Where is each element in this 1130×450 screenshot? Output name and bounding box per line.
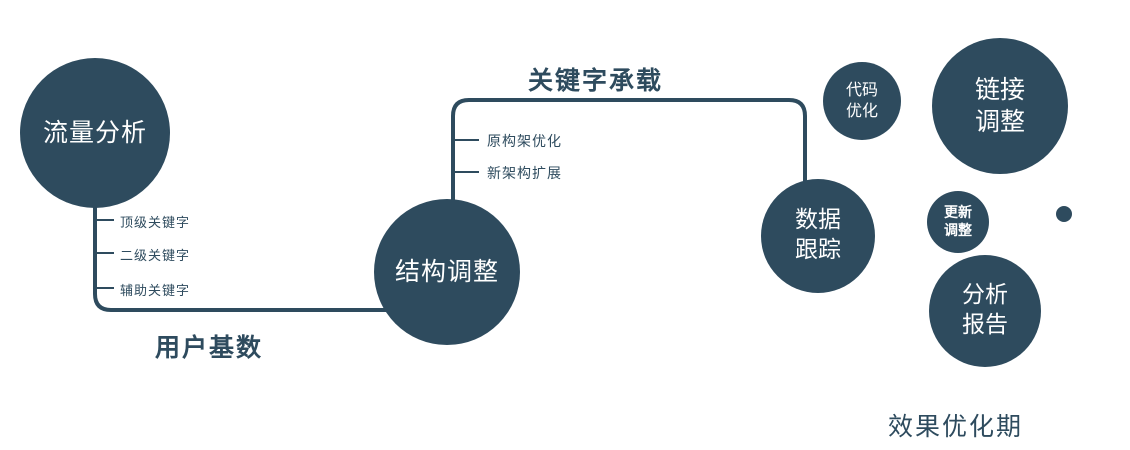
branch-label-second-keywords: 二级关键字 bbox=[120, 249, 191, 264]
node-label-line1: 分析 bbox=[962, 282, 1008, 309]
edge-label-keyword-carry: 关键字承载 bbox=[528, 66, 664, 95]
node-code-optimization: 代码 优化 bbox=[823, 62, 901, 140]
node-label-line2: 跟踪 bbox=[795, 237, 841, 263]
connector-structure-to-tracking bbox=[451, 98, 807, 206]
node-traffic-analysis: 流量分析 bbox=[20, 58, 170, 208]
node-link-adjustment: 链接 调整 bbox=[932, 38, 1068, 174]
node-label-line1: 数据 bbox=[795, 207, 841, 234]
node-label-line2: 调整 bbox=[944, 223, 972, 239]
node-label-line1: 更新 bbox=[944, 204, 972, 221]
phase-label-effect-optimization: 效果优化期 bbox=[888, 412, 1024, 441]
node-update-adjustment: 更新 调整 bbox=[927, 191, 989, 253]
node-data-tracking: 数据 跟踪 bbox=[761, 179, 875, 293]
node-structure-adjustment: 结构调整 bbox=[374, 199, 520, 345]
node-label: 结构调整 bbox=[394, 256, 499, 286]
node-label: 流量分析 bbox=[42, 117, 147, 147]
branch-label-original-architecture: 原构架优化 bbox=[487, 134, 562, 150]
branch-label-top-keywords: 顶级关键字 bbox=[120, 216, 191, 231]
node-label-line2: 调整 bbox=[974, 107, 1025, 136]
branch-label-auxiliary-keywords: 辅助关键字 bbox=[120, 284, 191, 299]
node-label-line2: 优化 bbox=[845, 101, 878, 120]
node-analysis-report: 分析 报告 bbox=[929, 255, 1041, 367]
small-dot-marker bbox=[1056, 206, 1072, 222]
branch-label-new-architecture: 新架构扩展 bbox=[487, 166, 562, 182]
edge-label-user-base: 用户基数 bbox=[155, 333, 264, 362]
node-label-line1: 链接 bbox=[974, 74, 1025, 104]
node-label-line2: 报告 bbox=[962, 312, 1008, 338]
node-label-line1: 代码 bbox=[845, 80, 878, 100]
